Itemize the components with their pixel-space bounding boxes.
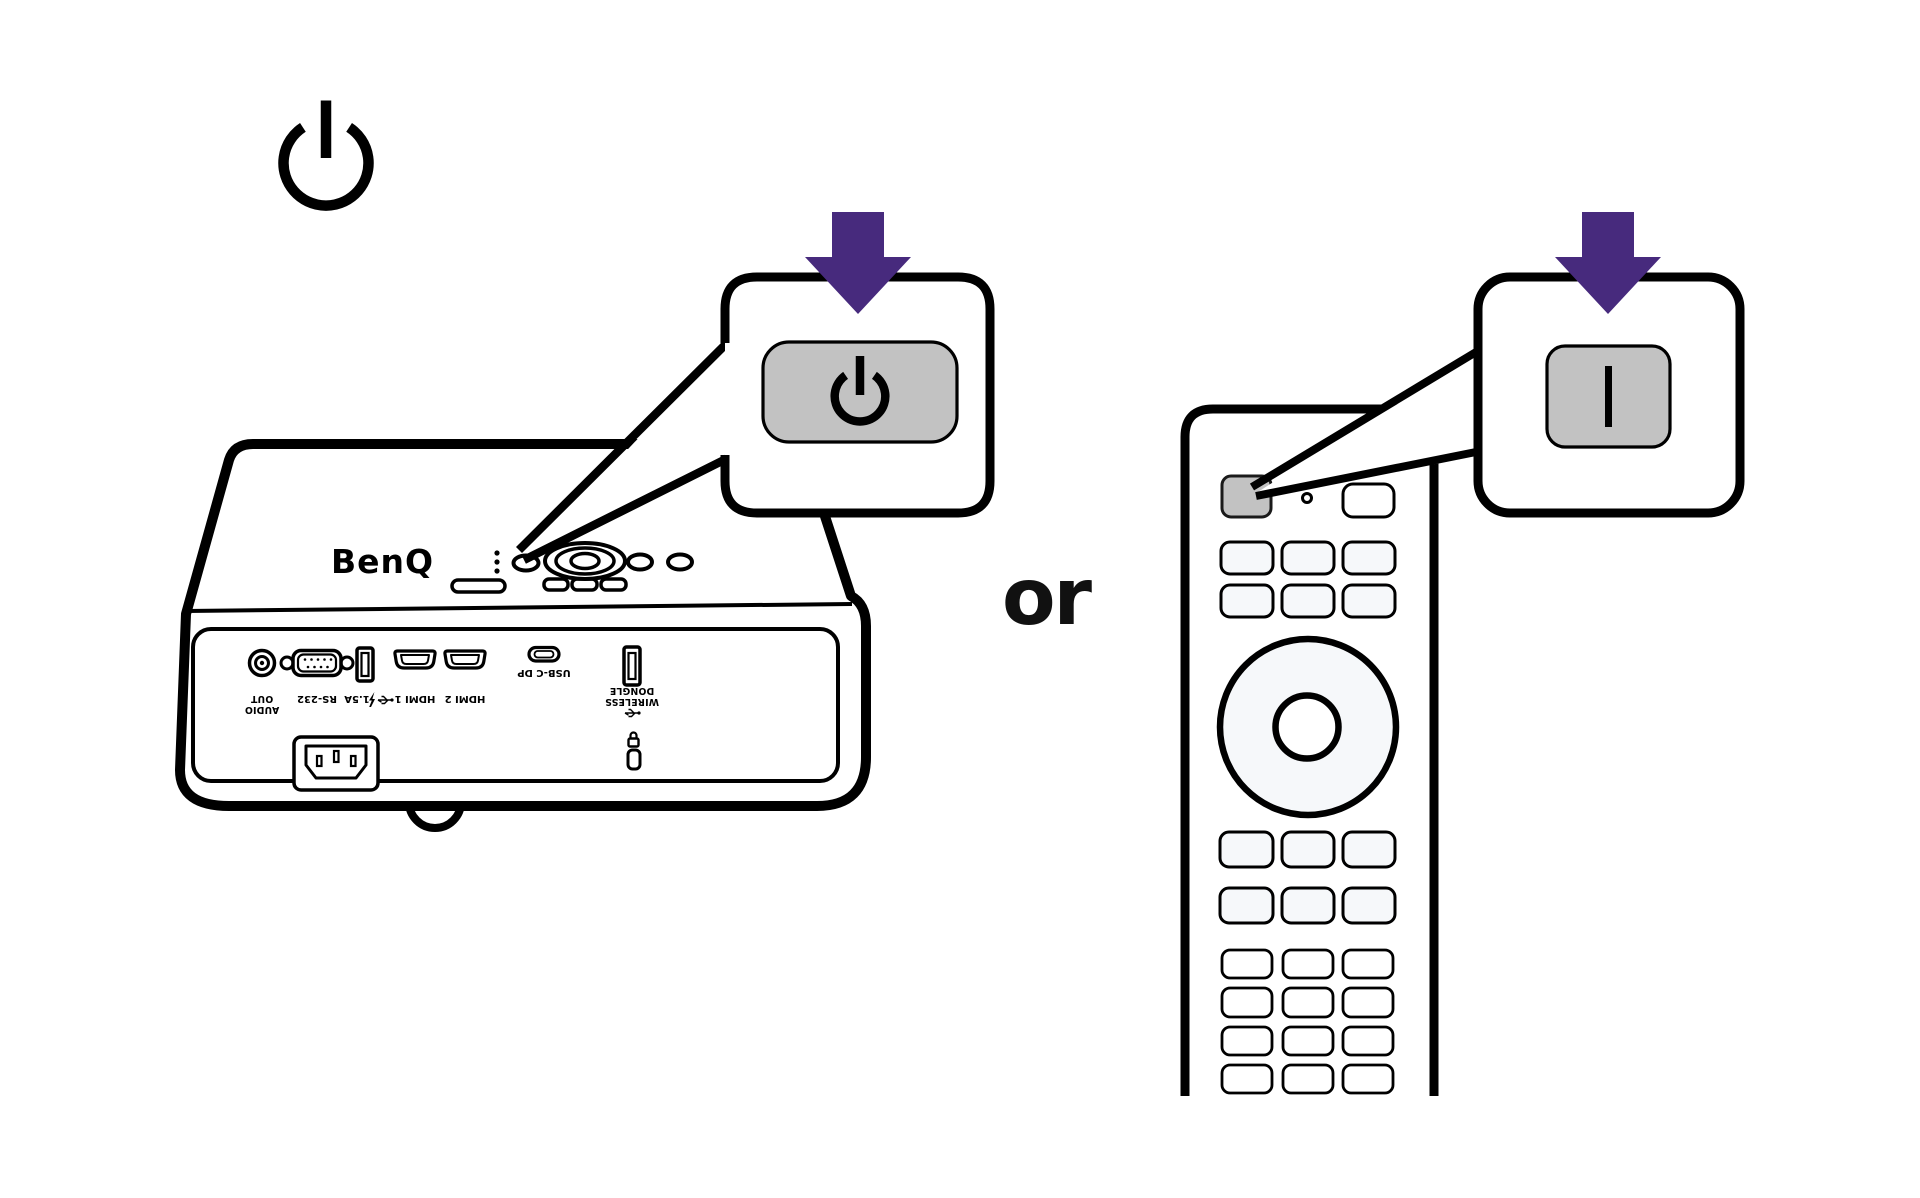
wireless-dongle-port	[622, 645, 642, 687]
projector-key-1	[626, 552, 654, 572]
port-label-usb-a: 1.5A	[344, 692, 394, 707]
remote-key-grid-upper	[1219, 540, 1397, 619]
projector-keys-row	[542, 577, 628, 592]
remote-key-grid-middle	[1218, 830, 1397, 925]
projector-edge-line	[185, 602, 853, 613]
usb-trident-icon	[624, 708, 641, 718]
press-arrow-icon	[805, 212, 911, 314]
port-label-hdmi2: HDMI 2	[445, 693, 486, 704]
svg-text:HDMI 2: HDMI 2	[445, 693, 486, 704]
port-label-audio-out: AUDIO OUT	[245, 693, 280, 715]
power-symbol-icon	[830, 356, 890, 426]
lock-slot	[626, 748, 642, 771]
svg-text:1.5A: 1.5A	[344, 693, 370, 704]
hdmi1-port	[393, 649, 437, 670]
port-label-hdmi1: HDMI 1	[395, 693, 436, 704]
svg-text:HDMI 1: HDMI 1	[395, 693, 436, 704]
remote-dpad	[1216, 635, 1400, 819]
lightning-icon	[369, 692, 375, 707]
remote-key-grid-lower	[1220, 948, 1395, 1095]
port-label-usb-c: USB-C DP	[517, 667, 571, 678]
usb-c-port	[527, 645, 561, 663]
remote-led	[1301, 492, 1313, 504]
benq-logo: BenQ	[331, 542, 434, 581]
projector-dpad	[543, 541, 627, 581]
remote-key	[1341, 482, 1396, 519]
or-label: or	[1002, 553, 1093, 643]
svg-text:OUT: OUT	[250, 693, 273, 704]
indicator-dots	[494, 550, 500, 574]
power-icon	[278, 100, 374, 211]
callout-pointer-projector	[516, 336, 734, 564]
svg-text:WIRELESS: WIRELESS	[605, 696, 659, 707]
rs232-connector	[279, 648, 355, 678]
lock-icon	[626, 731, 642, 771]
usb-trident-icon	[377, 695, 394, 705]
remote-illustration	[1180, 404, 1439, 1096]
svg-text:RS-232: RS-232	[297, 693, 337, 704]
port-label-rs232: RS-232	[297, 693, 337, 704]
projector-key-2	[666, 552, 694, 572]
svg-text:AUDIO: AUDIO	[245, 704, 280, 715]
callout-remote-power	[1473, 212, 1745, 518]
projector-key-bar	[450, 578, 507, 594]
svg-text:DONGLE: DONGLE	[610, 685, 655, 696]
callout-projector-power	[720, 212, 995, 518]
port-label-wireless: WIRELESS DONGLE	[605, 685, 659, 718]
io-panel	[191, 627, 840, 783]
press-arrow-icon	[1555, 212, 1661, 314]
callout-pointer-remote	[1249, 344, 1486, 500]
projector-illustration: AUDIO OUT RS-232 1.5A HDMI 1 HDMI 2 USB-…	[175, 439, 871, 832]
ac-power-inlet	[292, 735, 380, 792]
svg-text:USB-C DP: USB-C DP	[517, 667, 571, 678]
audio-out-jack	[247, 648, 277, 678]
usb-a-port	[355, 646, 375, 683]
